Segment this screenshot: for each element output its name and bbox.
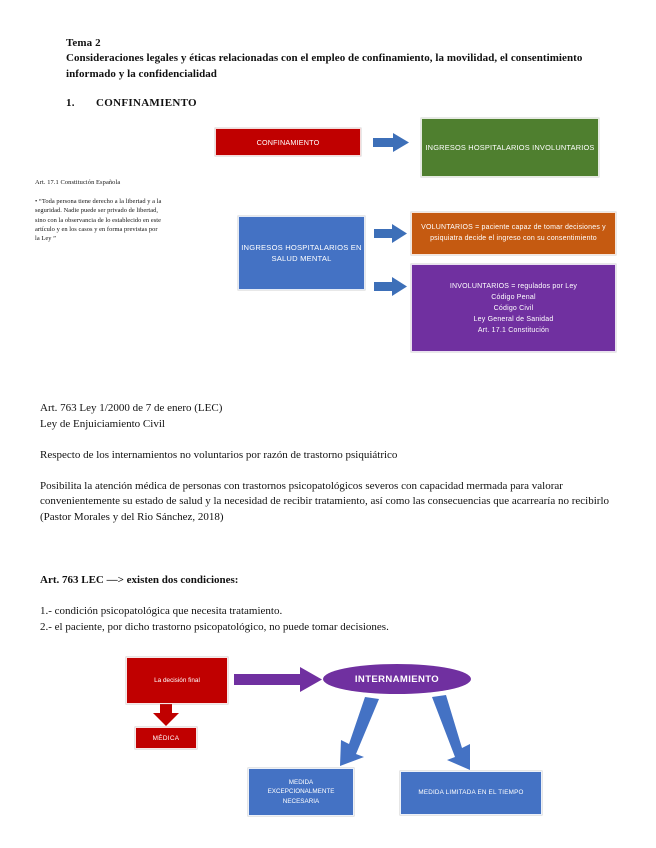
- box-medica: MÉDICA: [135, 727, 197, 749]
- medida-exc-line-2: NECESARIA: [282, 797, 320, 805]
- ellipse-internamiento: INTERNAMIENTO: [323, 664, 471, 694]
- legal-note-quote: • “Toda persona tiene derecho a la liber…: [35, 198, 162, 243]
- text-condiciones-heading: Art. 763 LEC —> existen dos condiciones:: [40, 574, 239, 586]
- box-involuntarios-line-2: Código Civil: [493, 304, 534, 312]
- box-medida-limitada-en-el-tiempo: MEDIDA LIMITADA EN EL TIEMPO: [400, 771, 542, 815]
- box-involuntarios-line-3: Ley General de Sanidad: [473, 315, 554, 323]
- body-text-block-1: Art. 763 Ley 1/2000 de 7 de enero (LEC) …: [40, 401, 628, 525]
- section-title: CONFINAMIENTO: [96, 97, 197, 109]
- section-heading-confinamiento: 1. CONFINAMIENTO: [66, 97, 197, 109]
- box-ingresos-salud-label: INGRESOS HOSPITALARIOS EN SALUD MENTAL: [241, 242, 362, 264]
- box-involuntarios-line-1: Código Penal: [491, 293, 536, 301]
- box-voluntarios-label: VOLUNTARIOS = paciente capaz de tomar de…: [421, 224, 606, 242]
- medida-exc-line-1: EXCEPCIONALMENTE: [267, 788, 335, 796]
- box-decision-final: La decisión final: [126, 657, 228, 704]
- text-art763-ley: Art. 763 Ley 1/2000 de 7 de enero (LEC): [40, 402, 223, 414]
- box-medida-excepcionalmente-necesaria: MEDIDA EXCEPCIONALMENTE NECESARIA: [248, 768, 354, 816]
- box-ingresos-hospitalarios-salud-mental: INGRESOS HOSPITALARIOS EN SALUD MENTAL: [238, 216, 365, 290]
- box-involuntarios: INVOLUNTARIOS = regulados por Ley Código…: [411, 264, 616, 352]
- document-header: Tema 2 Consideraciones legales y éticas …: [66, 36, 586, 82]
- box-involuntarios-line-4: Art. 17.1 Constitución: [477, 326, 550, 334]
- text-condicion-2: 2.- el paciente, por dicho trastorno psi…: [40, 620, 389, 633]
- box-ingresos-hospitalarios-involuntarios: INGRESOS HOSPITALARIOS INVOLUNTARIOS: [421, 118, 599, 177]
- text-posibilita: Posibilita la atención médica de persona…: [40, 479, 610, 508]
- text-ley-enjuiciamiento: Ley de Enjuiciamiento Civil: [40, 417, 165, 430]
- box-voluntarios: VOLUNTARIOS = paciente capaz de tomar de…: [411, 212, 616, 255]
- box-confinamiento: CONFINAMIENTO: [215, 128, 361, 156]
- diagram-confinamiento: CONFINAMIENTO INGRESOS HOSPITALARIOS INV…: [0, 0, 656, 380]
- body-text-block-2: Art. 763 LEC —> existen dos condiciones:…: [40, 573, 628, 635]
- text-condicion-1: 1.- condición psicopatológica que necesi…: [40, 605, 283, 617]
- section-number: 1.: [66, 97, 75, 109]
- text-respecto: Respecto de los internamientos no volunt…: [40, 448, 398, 461]
- legal-note-constitucion: Art. 17.1 Constitución Española • “Toda …: [35, 178, 163, 243]
- document-subtitle: Consideraciones legales y éticas relacio…: [66, 52, 583, 80]
- box-ingresos-involuntarios-label: INGRESOS HOSPITALARIOS INVOLUNTARIOS: [425, 143, 595, 152]
- medida-exc-line-0: MEDIDA: [288, 778, 314, 786]
- text-cita: (Pastor Morales y del Rio Sánchez, 2018): [40, 510, 224, 523]
- diagram-arrows-top: [373, 133, 409, 296]
- box-involuntarios-line-0: INVOLUNTARIOS = regulados por Ley: [449, 282, 578, 290]
- tema-label: Tema 2: [66, 37, 101, 49]
- legal-note-title: Art. 17.1 Constitución Española: [35, 179, 121, 186]
